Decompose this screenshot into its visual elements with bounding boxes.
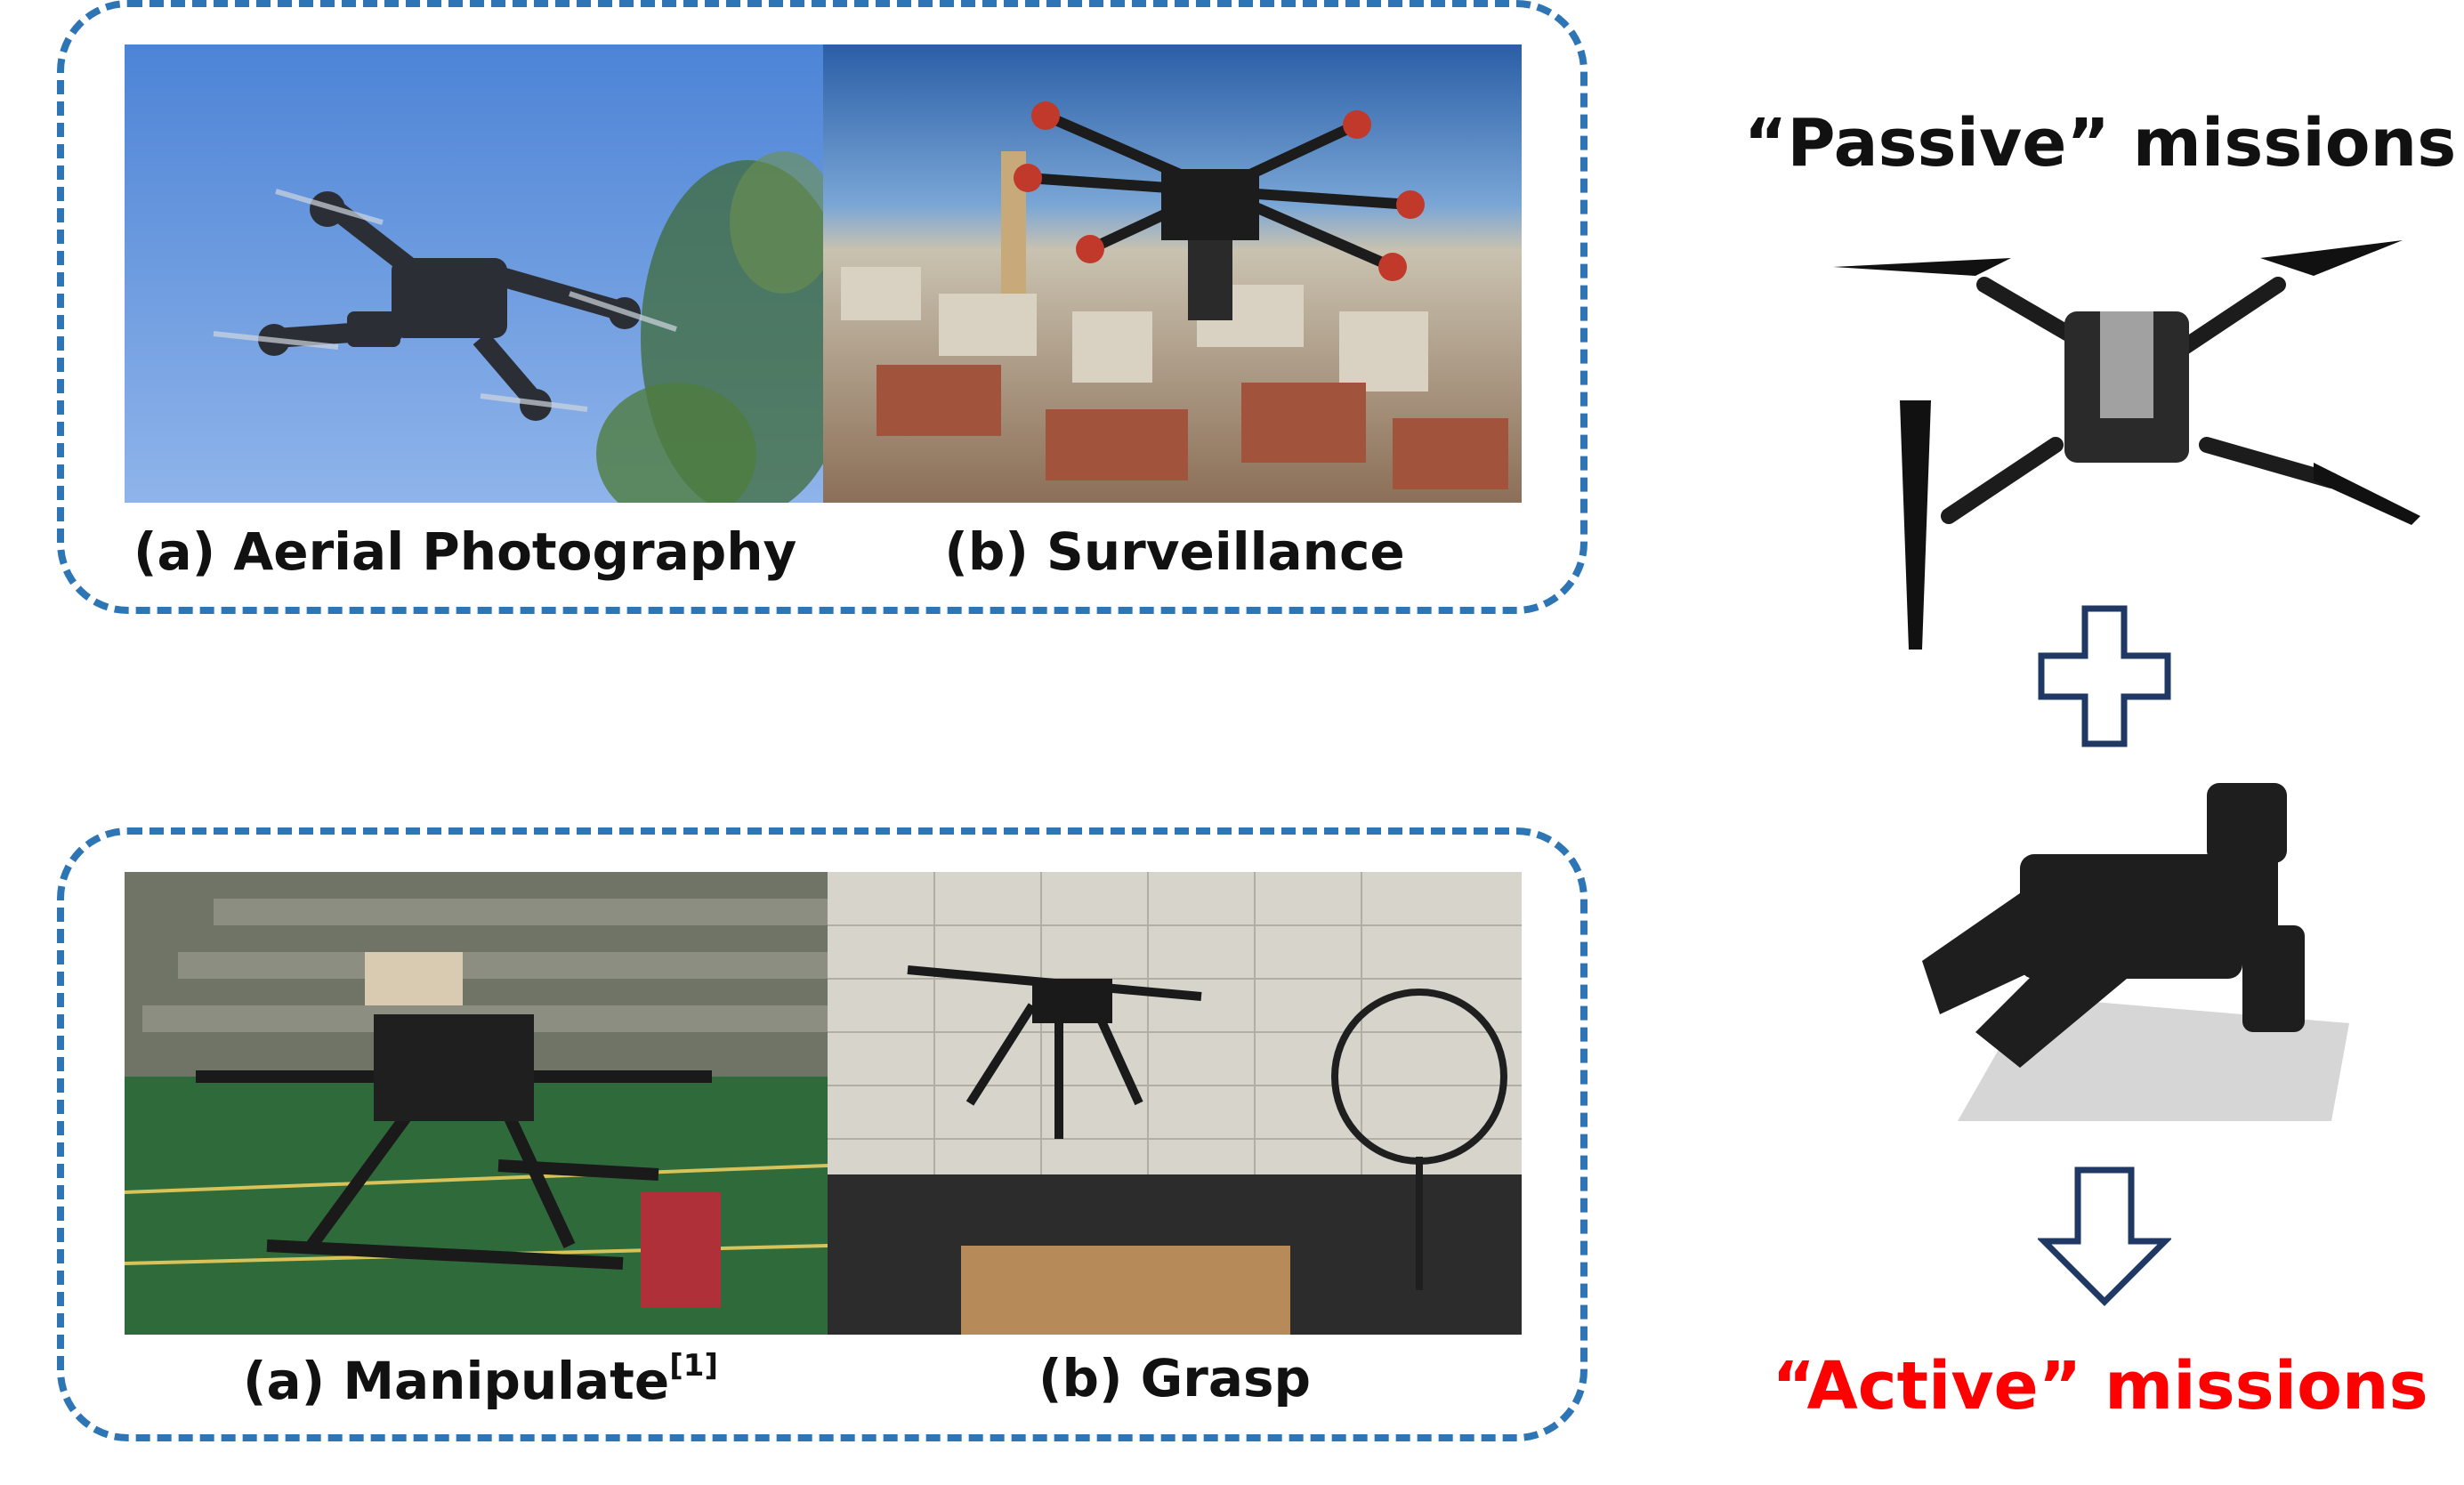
active-missions-panel — [57, 827, 1587, 1441]
passive-missions-title: “Passive” missions — [1743, 105, 2457, 182]
aerial-photography-photo — [125, 44, 823, 503]
caption-manipulate: (a) Manipulate[1] — [196, 1348, 765, 1411]
down-arrow-icon — [2036, 1166, 2173, 1308]
caption-grasp: (b) Grasp — [1038, 1348, 1312, 1408]
manipulate-photo — [125, 872, 828, 1335]
caption-surveillance: (b) Surveillance — [944, 521, 1405, 582]
plus-icon — [2038, 605, 2171, 747]
caption-aerial-photography: (a) Aerial Photography — [133, 521, 797, 582]
caption-manipulate-text: (a) Manipulate — [242, 1351, 670, 1411]
robotic-gripper-image — [1869, 783, 2358, 1121]
surveillance-photo — [823, 44, 1522, 503]
active-missions-title: “Active” missions — [1772, 1348, 2428, 1424]
caption-manipulate-reference: [1] — [669, 1348, 718, 1384]
quadrotor-drone-image — [1815, 222, 2438, 676]
passive-missions-panel — [57, 0, 1587, 614]
grasp-photo — [828, 872, 1522, 1335]
